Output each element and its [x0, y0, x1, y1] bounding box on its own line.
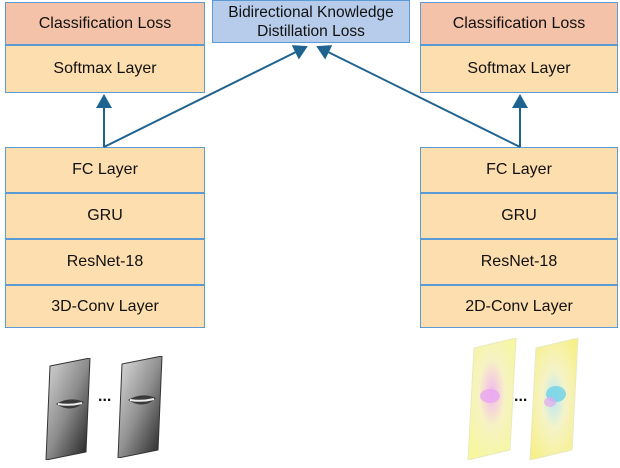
- kd-loss-box: Bidirectional Knowledge Distillation Los…: [212, 0, 410, 43]
- left-input-frame-1: [45, 358, 91, 460]
- left-gru: GRU: [5, 193, 205, 239]
- right-input-frame-2: [529, 338, 579, 460]
- right-conv-layer: 2D-Conv Layer: [420, 285, 618, 328]
- left-fc-layer: FC Layer: [5, 147, 205, 193]
- left-fc-to-kd-arrow: [103, 45, 308, 148]
- left-resnet: ResNet-18: [5, 239, 205, 285]
- right-gru: GRU: [420, 193, 618, 239]
- left-ellipsis: ...: [98, 388, 112, 405]
- right-fc-to-kd-arrow: [316, 45, 521, 148]
- left-classification-loss: Classification Loss: [5, 2, 205, 45]
- right-ellipsis: ...: [514, 388, 528, 405]
- right-resnet: ResNet-18: [420, 239, 618, 285]
- right-fc-layer: FC Layer: [420, 147, 618, 193]
- left-softmax-layer: Softmax Layer: [5, 45, 205, 93]
- kd-loss-line1: Bidirectional Knowledge: [228, 3, 394, 21]
- left-input-frame-2: [117, 356, 163, 458]
- left-conv-layer: 3D-Conv Layer: [5, 285, 205, 328]
- right-classification-loss: Classification Loss: [420, 2, 618, 45]
- right-input-frame-1: [467, 338, 517, 460]
- kd-loss-line2: Distillation Loss: [257, 22, 365, 40]
- right-softmax-layer: Softmax Layer: [420, 45, 618, 93]
